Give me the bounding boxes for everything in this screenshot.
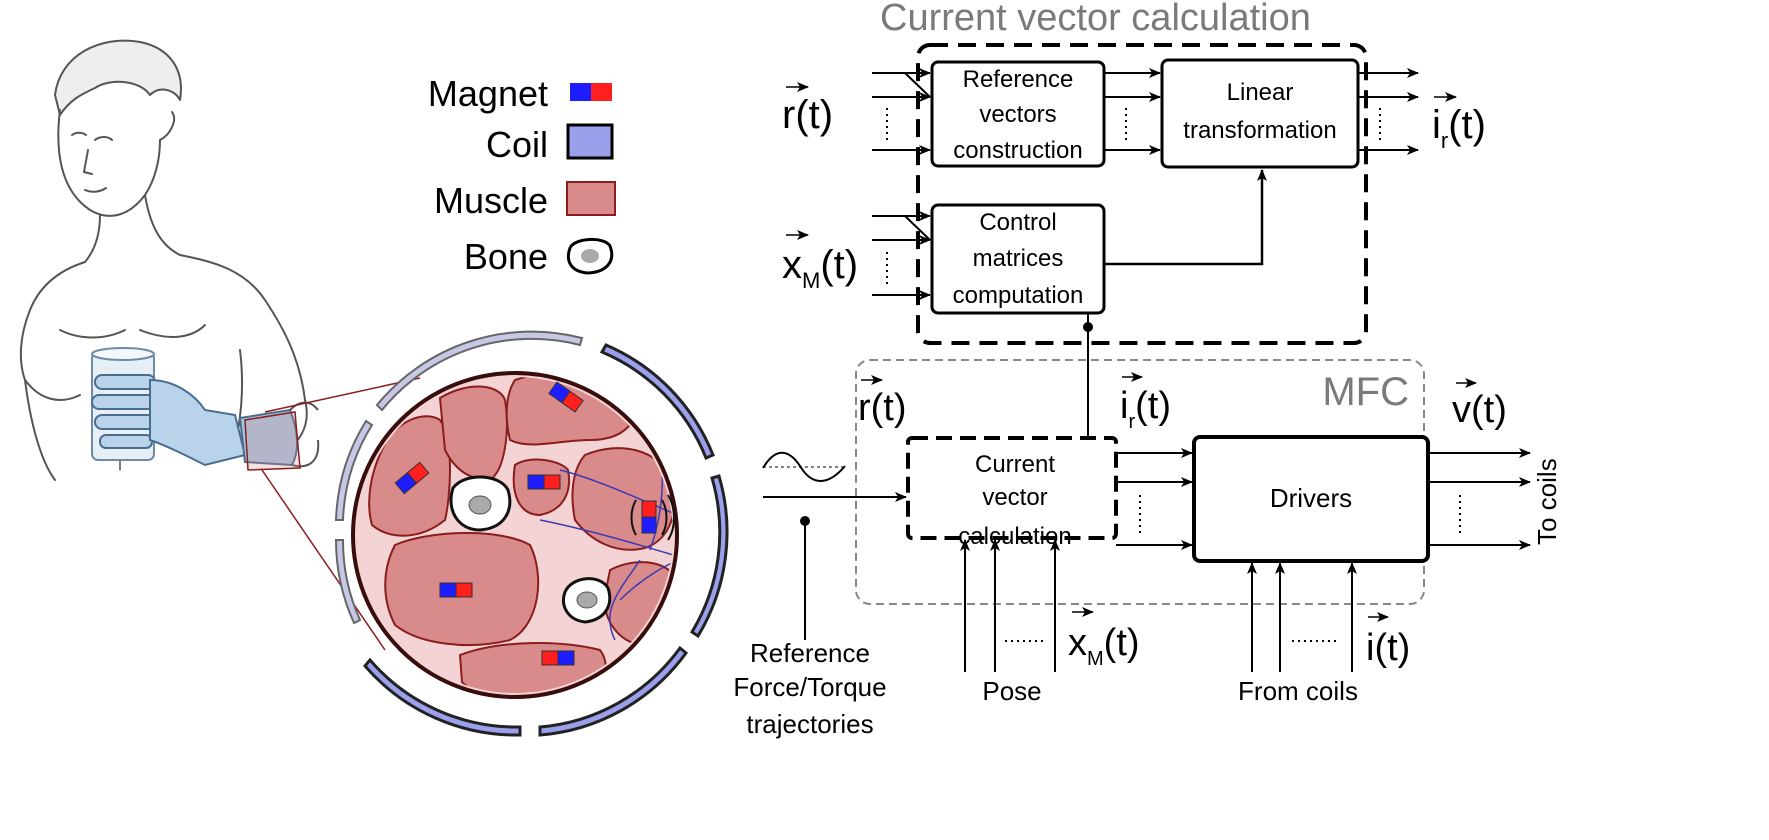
legend-bone-swatch (566, 238, 614, 275)
svg-text:v(t): v(t) (1452, 389, 1507, 431)
reference-vectors-box (930, 60, 1106, 168)
svg-text:ir(t): ir(t) (1432, 103, 1486, 153)
mfc-cvc-line2: vector (982, 484, 1047, 511)
reference-text-line3: trajectories (746, 709, 873, 739)
feed-line-1 (904, 72, 931, 98)
control-matrices-line2: matrices (973, 245, 1064, 272)
i-output-label: ir(t) (1432, 92, 1486, 153)
legend-bone-label: Bone (464, 236, 548, 277)
control-matrices-line3: computation (953, 282, 1084, 309)
r-input-label: r(t) (782, 82, 833, 137)
linear-transformation-box (1160, 58, 1360, 169)
svg-text:r(t): r(t) (858, 387, 907, 429)
linear-transformation-line1: Linear (1227, 79, 1294, 106)
cvc-detail: Current vector calculation Reference vec… (782, 0, 1486, 467)
bone-2 (562, 577, 612, 624)
legend-coil-label: Coil (486, 124, 548, 165)
x-input-label: xM(t) (782, 230, 858, 293)
control-to-linear-arrow (1104, 169, 1267, 266)
magnet-6 (541, 650, 575, 666)
cvc-dashed-frame (916, 43, 1368, 345)
mfc-ir-label: ir(t) (1120, 372, 1171, 433)
magnet-2 (394, 461, 430, 495)
mfc-i-feedback-label: i(t) (1366, 612, 1410, 669)
mfc-label: MFC (1322, 370, 1409, 414)
legend-magnet-swatch (570, 83, 612, 101)
bone-1 (449, 475, 512, 532)
legend-muscle-swatch (566, 181, 616, 216)
feed-line-2 (904, 215, 931, 241)
svg-text:xM(t): xM(t) (782, 243, 858, 293)
magnet-5 (439, 582, 473, 598)
legend: Magnet Coil Muscle Bone (428, 73, 616, 277)
cross-section (334, 330, 729, 737)
sine-wave-icon (762, 451, 846, 482)
mfc-block: MFC Current vector calculation Drivers (733, 359, 1562, 739)
mfc-cvc-line1: Current (975, 451, 1055, 478)
forearm-illustration (289, 401, 320, 468)
motion-arcs (630, 494, 675, 541)
svg-text:r(t): r(t) (782, 93, 833, 137)
to-coils-label: To coils (1532, 458, 1562, 545)
mfc-xm-label: xM(t) (1068, 607, 1140, 670)
control-matrices-box (930, 203, 1106, 315)
svg-text:ir(t): ir(t) (1120, 385, 1171, 433)
reference-vectors-line1: Reference (963, 66, 1074, 93)
magnet-3 (527, 474, 561, 490)
reference-text-line2: Force/Torque (733, 672, 886, 702)
legend-coil-swatch (566, 123, 614, 160)
muscle-2 (438, 385, 508, 482)
link-dot-top (1083, 322, 1093, 332)
drivers-box (1192, 435, 1430, 563)
legend-muscle-label: Muscle (434, 180, 548, 221)
svg-text:i(t): i(t) (1366, 627, 1410, 669)
reference-vectors-line2: vectors (979, 101, 1056, 128)
coil-arcs (363, 343, 729, 737)
control-matrices-line1: Control (979, 209, 1056, 236)
mfc-v-label: v(t) (1452, 378, 1507, 431)
svg-text:xM(t): xM(t) (1068, 622, 1140, 670)
prosthetic-hand-illustration (91, 374, 298, 467)
mfc-cvc-box (906, 436, 1118, 540)
magnet-4 (641, 500, 657, 534)
pose-label: Pose (982, 676, 1041, 706)
reference-text-line1: Reference (750, 638, 870, 668)
mfc-r-label: r(t) (858, 375, 907, 429)
cvc-title: Current vector calculation (880, 0, 1311, 39)
zoom-lines (244, 377, 421, 651)
coil-arcs-faded (334, 330, 584, 625)
linear-transformation-line2: transformation (1183, 117, 1336, 144)
legend-magnet-label: Magnet (428, 73, 548, 114)
reference-pointer-dot (800, 516, 810, 526)
reference-vectors-line3: construction (953, 137, 1082, 164)
from-coils-label: From coils (1238, 676, 1358, 706)
magnet-1 (548, 381, 584, 413)
drivers-label: Drivers (1270, 483, 1352, 513)
